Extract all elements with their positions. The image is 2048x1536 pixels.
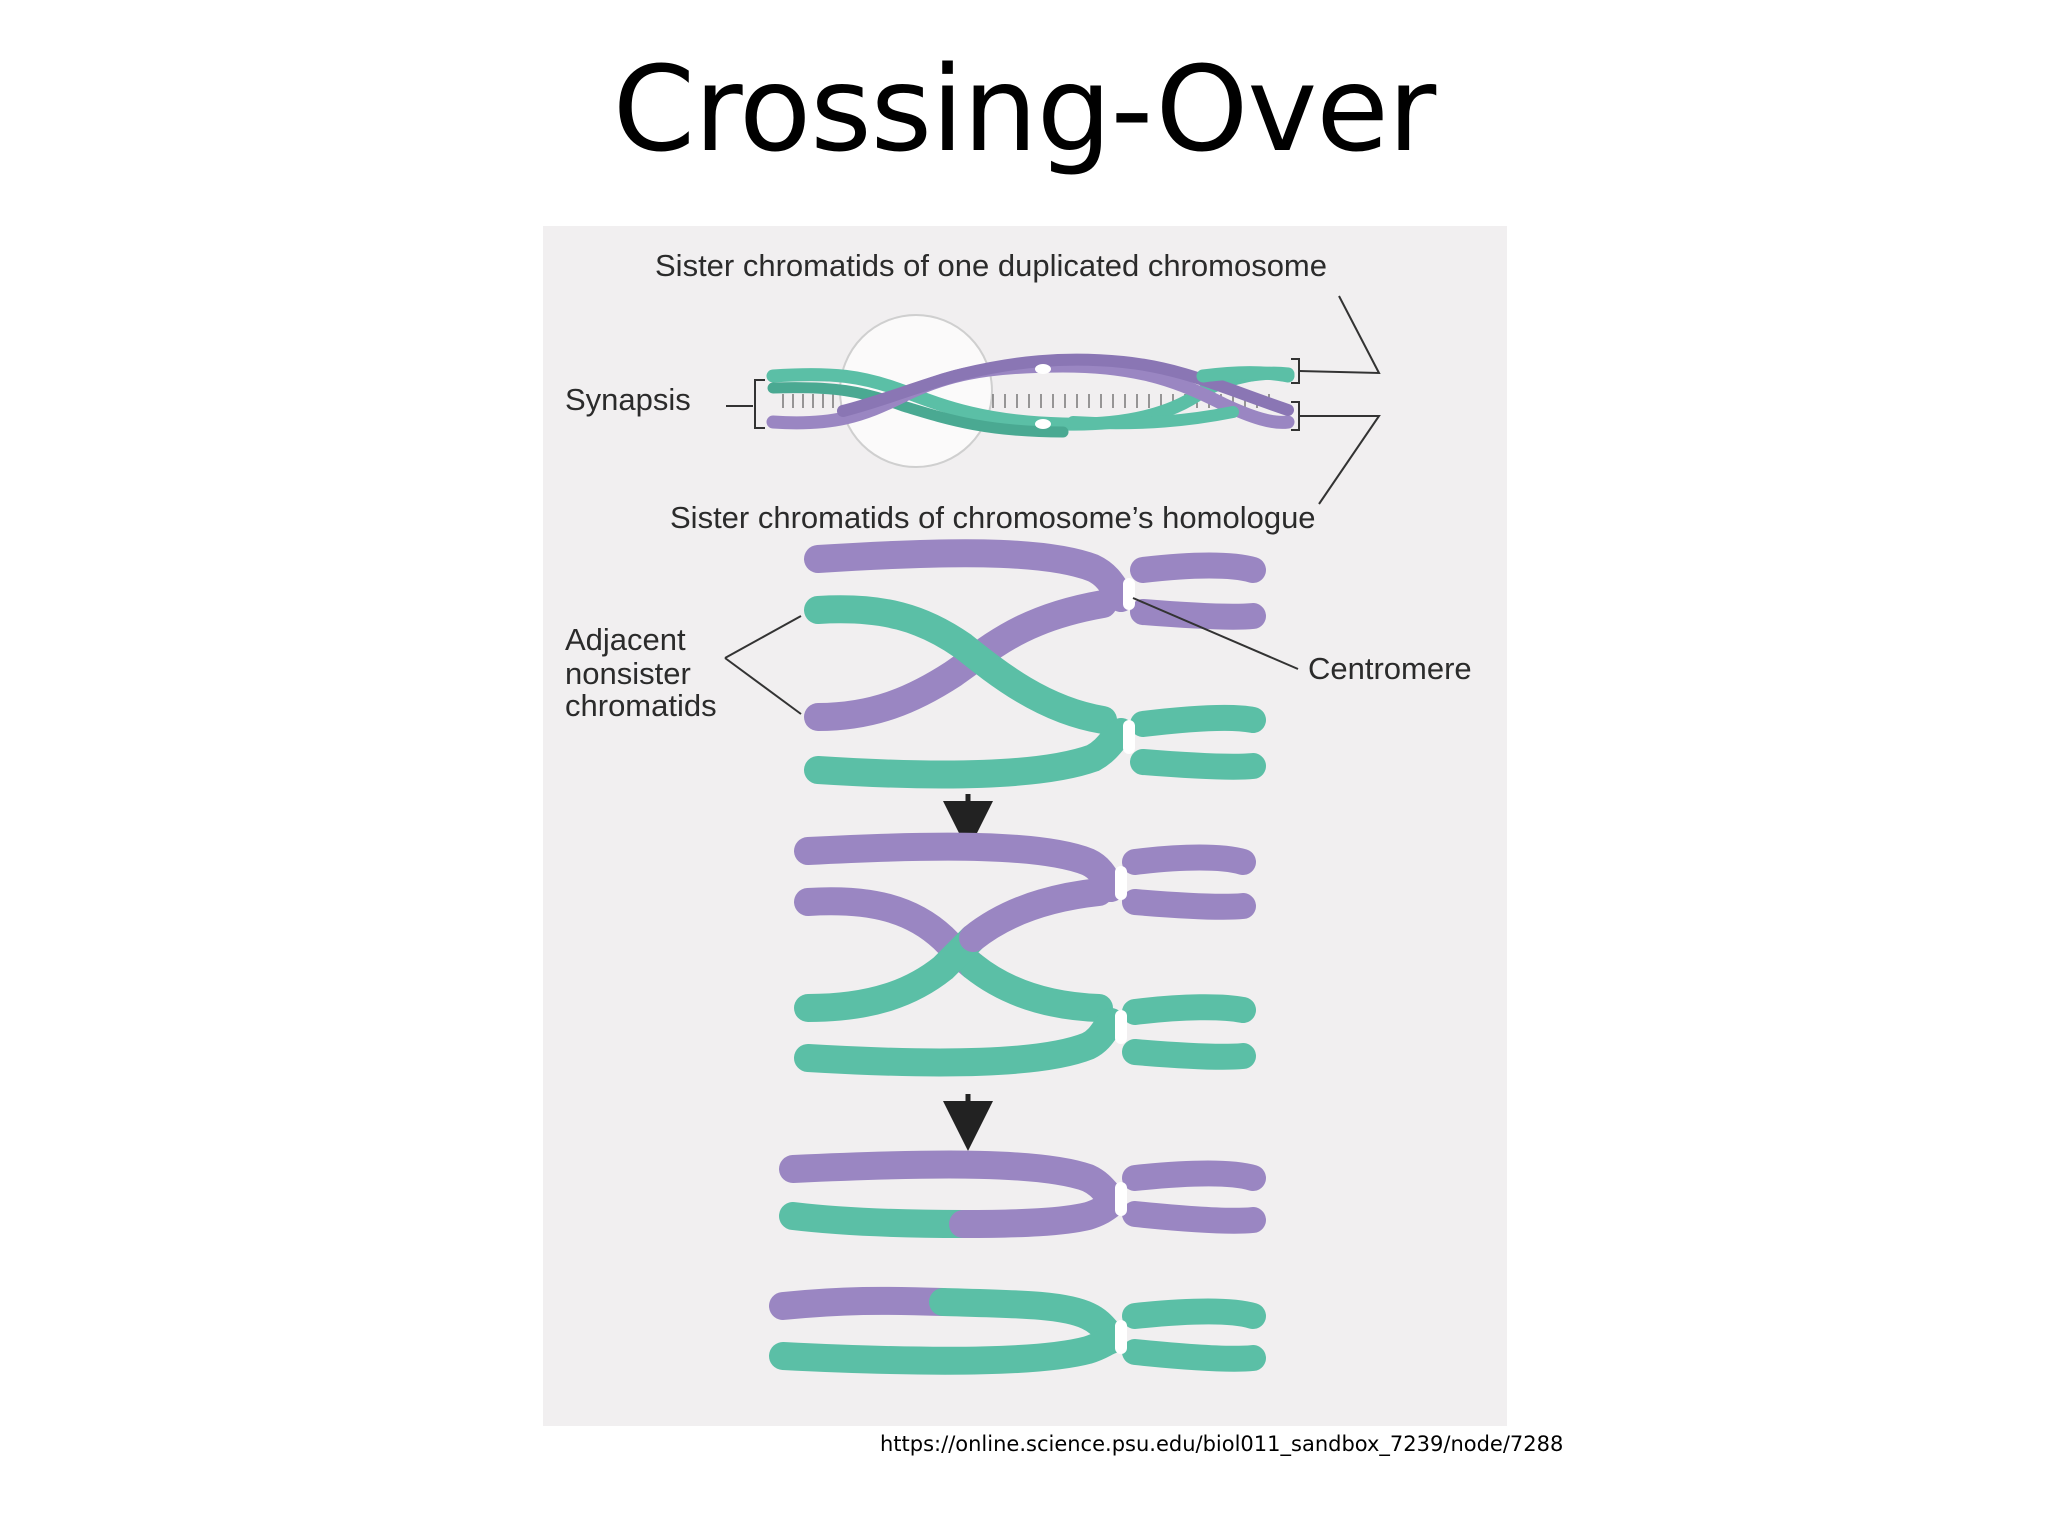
sister-brackets [1291, 295, 1381, 505]
slide-title: Crossing-Over [612, 40, 1437, 178]
label-sister-top: Sister chromatids of one duplicated chro… [655, 248, 1327, 283]
diagram-svg: Sister chromatids of one duplicated chro… [565, 248, 1472, 1375]
stage-exchange [794, 832, 1256, 1077]
stage2-leaders [724, 597, 1299, 715]
label-synapsis: Synapsis [565, 382, 691, 417]
source-url: https://online.science.psu.edu/biol011_s… [880, 1432, 1564, 1456]
label-adjacent-1: Adjacent [565, 622, 686, 657]
label-sister-homologue: Sister chromatids of chromosome’s homolo… [670, 500, 1316, 535]
crossing-over-figure: Sister chromatids of one duplicated chro… [543, 226, 1507, 1426]
stage-recombinant [769, 1150, 1266, 1375]
label-adjacent-3: chromatids [565, 688, 717, 723]
stage-crossing [804, 539, 1266, 789]
synapsis-bracket [726, 379, 765, 429]
label-centromere: Centromere [1308, 651, 1472, 686]
synapsis-chromatids [766, 314, 1295, 468]
label-adjacent-2: nonsister [565, 656, 691, 691]
